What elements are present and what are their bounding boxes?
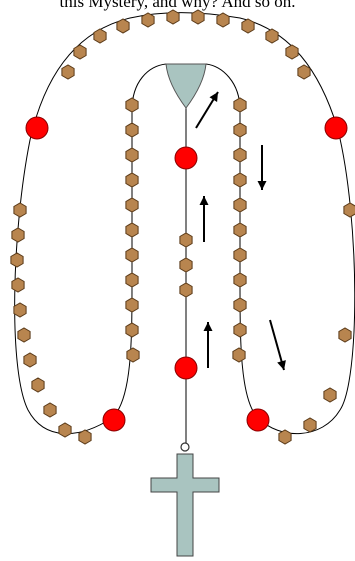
small-bead — [126, 347, 140, 363]
header-text: this Mystery, and why? And so on. — [59, 0, 296, 11]
small-bead — [232, 347, 246, 363]
small-bead — [166, 9, 180, 25]
small-bead — [23, 352, 37, 368]
arrow-head — [277, 360, 286, 370]
beads — [10, 9, 355, 445]
small-bead — [125, 147, 139, 163]
small-bead — [233, 222, 247, 238]
small-bead — [125, 197, 139, 213]
centerpiece — [165, 63, 207, 109]
small-bead — [125, 222, 139, 238]
arrow-head — [199, 196, 209, 205]
crucifix-loop — [180, 442, 190, 452]
small-bead — [125, 322, 139, 338]
small-bead — [125, 247, 139, 263]
small-bead — [216, 12, 230, 28]
small-bead — [265, 28, 279, 44]
small-bead — [233, 247, 247, 263]
arrow-head — [257, 181, 267, 190]
large-bead — [324, 116, 348, 140]
large-bead — [25, 116, 49, 140]
large-bead — [246, 408, 270, 432]
small-bead — [141, 12, 155, 28]
small-bead — [125, 97, 139, 113]
small-bead — [179, 232, 193, 248]
small-bead — [233, 197, 247, 213]
small-bead — [116, 18, 130, 34]
small-bead — [278, 429, 292, 445]
inner-right-string — [205, 63, 259, 419]
small-bead — [125, 122, 139, 138]
small-bead — [233, 272, 247, 288]
large-bead — [174, 146, 198, 170]
small-bead — [285, 44, 299, 60]
cross — [150, 453, 220, 557]
small-bead — [233, 172, 247, 188]
small-bead — [303, 417, 317, 433]
small-bead — [17, 327, 31, 343]
small-bead — [13, 302, 27, 318]
small-bead — [10, 252, 24, 268]
small-bead — [125, 172, 139, 188]
arrow-head — [203, 322, 213, 331]
small-bead — [233, 322, 247, 338]
inner-left-string — [111, 63, 167, 419]
small-bead — [13, 202, 27, 218]
arrows — [195, 91, 286, 371]
small-bead — [61, 64, 75, 80]
large-bead — [102, 408, 126, 432]
small-bead — [233, 97, 247, 113]
small-bead — [343, 202, 355, 218]
small-bead — [191, 9, 205, 25]
small-bead — [179, 282, 193, 298]
arrow-head — [209, 92, 218, 102]
small-bead — [11, 277, 25, 293]
small-bead — [58, 422, 72, 438]
small-bead — [125, 272, 139, 288]
small-bead — [241, 18, 255, 34]
small-bead — [338, 327, 352, 343]
small-bead — [125, 297, 139, 313]
small-bead — [233, 122, 247, 138]
small-bead — [11, 227, 25, 243]
large-bead — [174, 356, 198, 380]
small-bead — [323, 387, 337, 403]
small-bead — [78, 429, 92, 445]
small-bead — [297, 64, 311, 80]
small-bead — [93, 28, 107, 44]
small-bead — [31, 377, 45, 393]
small-bead — [233, 297, 247, 313]
small-bead — [179, 257, 193, 273]
crucifix — [150, 442, 220, 557]
outer-string — [14, 12, 355, 435]
small-bead — [43, 402, 57, 418]
small-bead — [233, 147, 247, 163]
small-bead — [73, 44, 87, 60]
